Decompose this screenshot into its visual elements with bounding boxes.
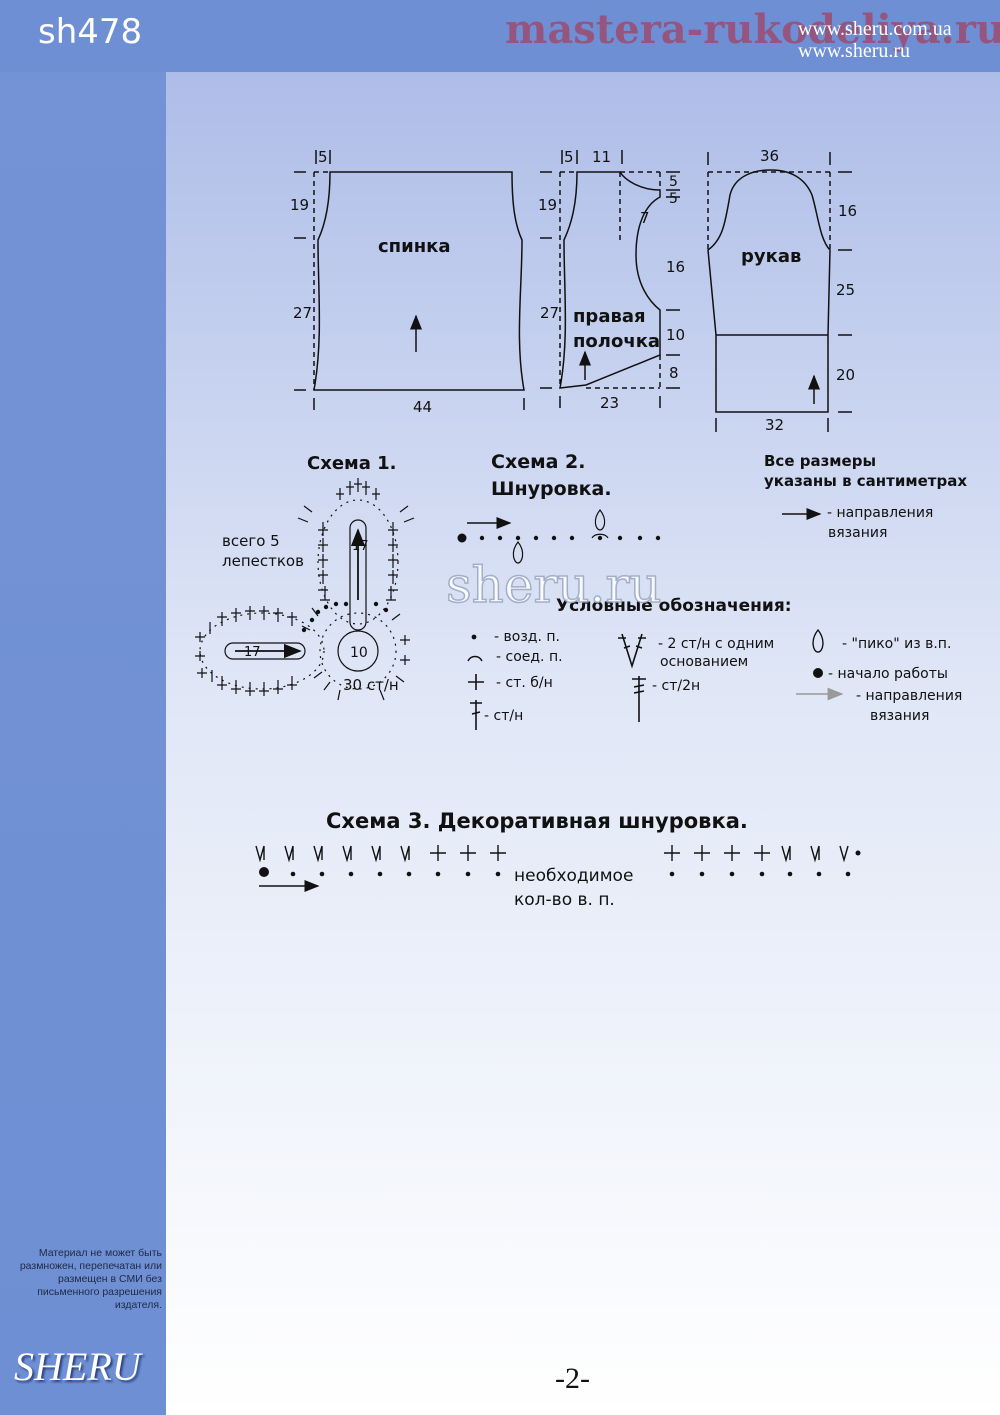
legend-dir-line1: - направления	[856, 688, 962, 704]
copyright-note: Материал не может быть размножен, перепе…	[19, 1247, 162, 1311]
brand-logo: SHERU	[14, 1344, 141, 1389]
back-dim-side: 27	[293, 304, 312, 322]
sleeve-piece	[707, 152, 852, 432]
scheme2-title-line1: Схема 2.	[491, 451, 586, 473]
front-dim-r4: 10	[666, 326, 685, 344]
legend-dir-line2: вязания	[870, 708, 929, 724]
front-dim-top-b: 11	[592, 148, 611, 166]
slip-stitch-icon	[467, 655, 483, 662]
scheme1-petals-line1: всего 5	[222, 532, 280, 550]
sleeve-dim-bottom: 32	[765, 416, 784, 434]
legend-dc2-line2: основанием	[660, 654, 748, 670]
front-dim-side: 27	[540, 304, 559, 322]
front-dim-neck: 7	[640, 209, 650, 227]
scheme3-chain-dots	[259, 850, 861, 877]
scheme3-stitch-row	[255, 845, 849, 892]
front-piece	[540, 150, 680, 408]
scheme2-title-line2: Шнуровка.	[491, 478, 612, 500]
front-dim-armhole: 19	[538, 196, 557, 214]
back-label: спинка	[378, 236, 451, 257]
scheme3-note-line2: кол-во в. п.	[514, 890, 615, 910]
scheme1-flower-motif	[195, 478, 415, 701]
sleeve-dim-cuff: 20	[836, 366, 855, 384]
page-number: -2-	[555, 1362, 590, 1395]
direction-note-line1: - направления	[827, 505, 933, 521]
front-label-line1: правая	[573, 306, 646, 327]
front-dim-r2: 5	[669, 191, 678, 207]
scheme1-title: Схема 1.	[307, 453, 397, 474]
sleeve-dim-upper: 25	[836, 281, 855, 299]
sidebar-panel	[0, 0, 166, 1415]
legend-dc: - ст/н	[484, 708, 523, 724]
picot-icon	[812, 628, 824, 653]
scheme2-chain	[457, 509, 661, 564]
front-dim-bottom: 23	[600, 394, 619, 412]
sleeve-dim-top: 36	[760, 147, 779, 165]
pattern-code: sh478	[38, 12, 143, 52]
scheme3-title: Схема 3. Декоративная шнуровка.	[326, 809, 748, 833]
front-dim-top-a: 5	[564, 148, 574, 166]
site-link-ru[interactable]: www.sheru.ru	[798, 40, 911, 62]
two-dc-one-base-icon	[618, 633, 646, 669]
front-dim-r5: 8	[669, 364, 679, 382]
back-dim-armhole: 19	[290, 196, 309, 214]
legend-chain: - возд. п.	[494, 629, 560, 645]
chain-stitch-icon	[471, 634, 477, 640]
content-panel	[166, 72, 1000, 1415]
back-piece	[294, 150, 525, 410]
legend-dc2-line1: - 2 ст/н с одним	[658, 636, 774, 652]
front-dim-r1: 5	[669, 174, 678, 190]
single-crochet-icon	[468, 674, 484, 690]
site-link-ua[interactable]: www.sheru.com.ua	[798, 18, 952, 40]
scheme1-count-horizontal: 17	[244, 645, 261, 660]
scheme3-note-line1: необходимое	[514, 866, 633, 886]
legend-title: Условные обозначения:	[556, 596, 792, 616]
watermark-middle: sheru.ru	[445, 555, 662, 615]
legend-picot: - "пико" из в.п.	[842, 636, 951, 652]
units-note-line2: указаны в сантиметрах	[764, 472, 967, 490]
scheme1-count-center: 10	[350, 645, 368, 661]
front-dim-r3: 16	[666, 258, 685, 276]
back-dim-bottom: 44	[413, 398, 432, 416]
legend-sc: - ст. б/н	[496, 675, 553, 691]
direction-note-line2: вязания	[828, 525, 887, 541]
start-point-icon	[813, 668, 823, 678]
front-label-line2: полочка	[573, 331, 660, 352]
legend-slip: - соед. п.	[496, 649, 563, 665]
scheme1-count-vertical: 17	[352, 539, 369, 554]
scheme1-petals-line2: лепестков	[222, 552, 304, 570]
double-crochet-icon	[470, 700, 482, 730]
sleeve-dim-cap: 16	[838, 202, 857, 220]
treble-crochet-icon	[632, 676, 646, 722]
legend-tr: - ст/2н	[652, 678, 700, 694]
back-dim-top: 5	[318, 148, 328, 166]
header-bar	[0, 0, 1000, 72]
scheme1-stitches: 30 ст/н	[343, 676, 399, 694]
sleeve-label: рукав	[741, 246, 801, 267]
watermark-top: mastera-rukodeliya.ru	[505, 6, 1000, 53]
legend-start: - начало работы	[828, 666, 948, 682]
scheme1-chain-dots	[301, 601, 389, 633]
units-note-line1: Все размеры	[764, 452, 876, 470]
